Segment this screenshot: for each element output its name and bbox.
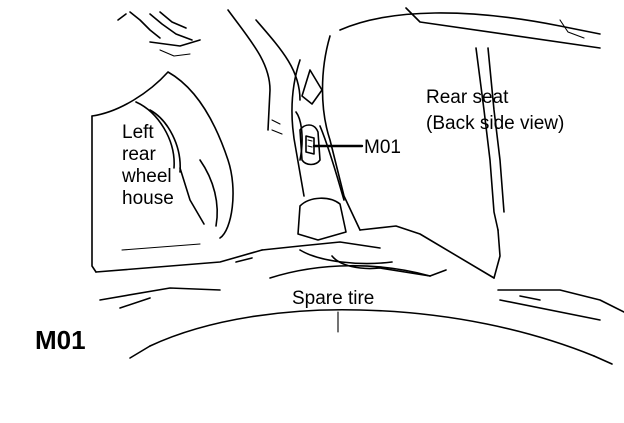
center-pillar (227, 9, 361, 231)
label-spare-tire: Spare tire (292, 288, 375, 309)
label-left-rear-wheel-house-line-2: rear (122, 144, 156, 165)
figure-code: M01 (35, 325, 86, 355)
label-rear-seat: Rear seat (Back side view) (426, 85, 564, 137)
floor-panel (99, 197, 624, 321)
label-rear-seat-line-1: Rear seat (426, 87, 509, 108)
wheel-house-outline (91, 71, 263, 273)
spare-tire-outline (129, 308, 613, 365)
label-connector-m01: M01 (364, 137, 401, 158)
connector-m01-drawing (299, 124, 321, 166)
rear-seat-outline (339, 7, 601, 279)
label-left-rear-wheel-house: Left rear wheel house (122, 122, 174, 210)
label-left-rear-wheel-house-line-3: wheel (122, 166, 172, 187)
label-rear-seat-line-2: (Back side view) (426, 113, 565, 134)
wire-harness-top (117, 11, 201, 57)
label-left-rear-wheel-house-line-1: Left (122, 122, 154, 143)
label-left-rear-wheel-house-line-4: house (122, 188, 174, 209)
